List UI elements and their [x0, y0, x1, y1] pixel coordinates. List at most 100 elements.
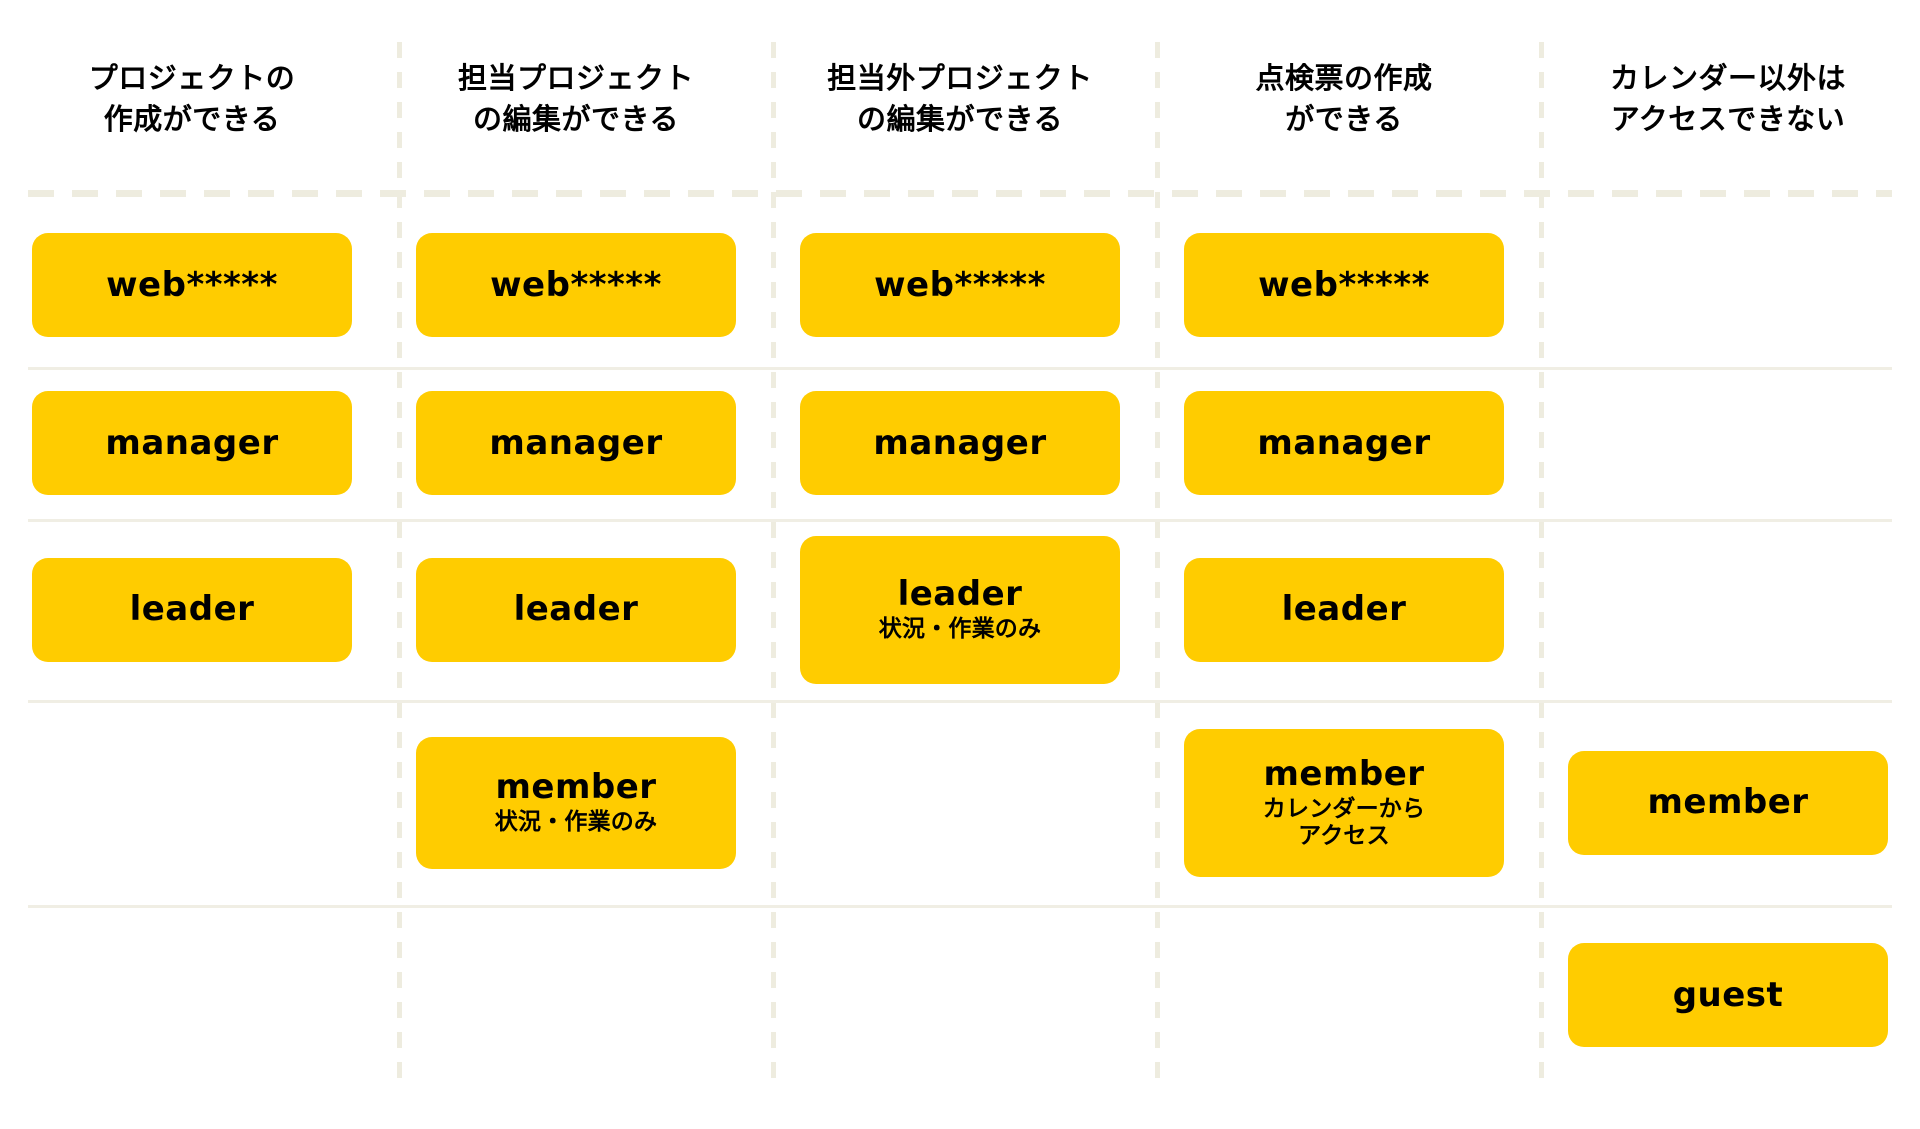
- empty-cell: [32, 943, 352, 1047]
- chip-label: member: [1263, 753, 1425, 794]
- cell-web-edit-other-project: web*****: [768, 203, 1152, 367]
- column-divider-1: [397, 42, 402, 1090]
- header-line-1: カレンダー以外は: [1609, 61, 1846, 95]
- cell-leader-edit-other-project: leader 状況・作業のみ: [768, 519, 1152, 700]
- cell-guest-calendar-only: guest: [1536, 905, 1920, 1085]
- role-chip-manager[interactable]: manager: [416, 391, 736, 495]
- cell-leader-calendar-only: [1536, 519, 1920, 700]
- role-chip-web[interactable]: web*****: [800, 233, 1120, 337]
- column-header-edit-other-project: 担当外プロジェクト の編集ができる: [768, 58, 1152, 158]
- empty-cell: [1184, 943, 1504, 1047]
- column-divider-3: [1155, 42, 1160, 1090]
- cell-guest-create-inspection: [1152, 905, 1536, 1085]
- chip-label: manager: [873, 422, 1047, 463]
- role-chip-leader[interactable]: leader 状況・作業のみ: [800, 535, 1120, 684]
- header-line-1: 担当プロジェクト: [457, 61, 694, 95]
- chip-label: leader: [897, 574, 1023, 615]
- cell-manager-edit-own-project: manager: [384, 367, 768, 519]
- header-line-2: ができる: [1285, 102, 1403, 137]
- cell-member-create-inspection: member カレンダーから アクセス: [1152, 700, 1536, 905]
- column-divider-4: [1539, 42, 1544, 1090]
- cell-member-edit-other-project: [768, 700, 1152, 905]
- empty-cell: [1568, 233, 1888, 337]
- header-line-1: 点検票の作成: [1255, 61, 1433, 95]
- header-line-2: の編集ができる: [857, 102, 1063, 137]
- cell-web-edit-own-project: web*****: [384, 203, 768, 367]
- table-row: web***** web***** web***** web*****: [0, 203, 1920, 367]
- role-chip-guest[interactable]: guest: [1568, 943, 1888, 1047]
- chip-label: leader: [1281, 589, 1407, 630]
- chip-label: guest: [1672, 974, 1784, 1015]
- cell-web-calendar-only: [1536, 203, 1920, 367]
- role-chip-web[interactable]: web*****: [1184, 233, 1504, 337]
- column-divider-2: [771, 42, 776, 1090]
- role-chip-member[interactable]: member 状況・作業のみ: [416, 736, 736, 869]
- column-header-create-inspection: 点検票の作成 ができる: [1152, 58, 1536, 158]
- cell-leader-edit-own-project: leader: [384, 519, 768, 700]
- empty-cell: [800, 751, 1120, 855]
- chip-label: manager: [1257, 422, 1431, 463]
- cell-manager-create-project: manager: [0, 367, 384, 519]
- chip-label: manager: [489, 422, 663, 463]
- role-chip-leader[interactable]: leader: [1184, 557, 1504, 662]
- row-separator-4: [28, 905, 1892, 908]
- empty-cell: [1568, 391, 1888, 495]
- table-row: guest: [0, 905, 1920, 1085]
- cell-manager-edit-other-project: manager: [768, 367, 1152, 519]
- row-separator-1: [28, 367, 1892, 370]
- column-header-calendar-only: カレンダー以外は アクセスできない: [1536, 58, 1920, 158]
- cell-member-calendar-only: member: [1536, 700, 1920, 905]
- header-line-2: の編集ができる: [473, 102, 679, 137]
- header-line-2: アクセスできない: [1610, 102, 1846, 137]
- role-chip-member[interactable]: member カレンダーから アクセス: [1184, 728, 1504, 877]
- cell-guest-edit-other-project: [768, 905, 1152, 1085]
- chip-label: web*****: [490, 264, 662, 305]
- role-chip-member[interactable]: member: [1568, 750, 1888, 855]
- header-line-1: プロジェクトの: [88, 61, 296, 95]
- role-chip-leader[interactable]: leader: [416, 557, 736, 662]
- role-chip-web[interactable]: web*****: [32, 233, 352, 337]
- role-chip-manager[interactable]: manager: [800, 391, 1120, 495]
- cell-guest-create-project: [0, 905, 384, 1085]
- table-row: leader leader leader 状況・作業のみ leader: [0, 519, 1920, 700]
- chip-label: member: [495, 767, 657, 808]
- chip-sublabel: カレンダーから アクセス: [1262, 795, 1426, 850]
- cell-leader-create-project: leader: [0, 519, 384, 700]
- chip-sublabel: 状況・作業のみ: [878, 616, 1042, 643]
- chip-label: web*****: [106, 264, 278, 305]
- header-line-2: 作成ができる: [103, 102, 281, 137]
- chip-label: manager: [105, 422, 279, 463]
- chip-label: web*****: [1258, 264, 1430, 305]
- column-header-create-project: プロジェクトの 作成ができる: [0, 58, 384, 158]
- role-chip-web[interactable]: web*****: [416, 233, 736, 337]
- empty-cell: [416, 943, 736, 1047]
- table-row: member 状況・作業のみ member カレンダーから アクセス membe…: [0, 700, 1920, 905]
- chip-label: leader: [129, 589, 255, 630]
- role-chip-leader[interactable]: leader: [32, 557, 352, 662]
- chip-label: leader: [513, 589, 639, 630]
- empty-cell: [32, 751, 352, 855]
- matrix-body: web***** web***** web***** web*****: [0, 203, 1920, 1085]
- chip-label: member: [1647, 782, 1809, 823]
- cell-web-create-project: web*****: [0, 203, 384, 367]
- cell-member-create-project: [0, 700, 384, 905]
- table-row: manager manager manager manager: [0, 367, 1920, 519]
- role-chip-manager[interactable]: manager: [1184, 391, 1504, 495]
- header-separator: [28, 190, 1892, 197]
- header-line-1: 担当外プロジェクト: [827, 61, 1093, 95]
- role-chip-manager[interactable]: manager: [32, 391, 352, 495]
- column-header-edit-own-project: 担当プロジェクト の編集ができる: [384, 58, 768, 158]
- chip-label: web*****: [874, 264, 1046, 305]
- cell-guest-edit-own-project: [384, 905, 768, 1085]
- chip-sublabel: 状況・作業のみ: [494, 809, 658, 836]
- cell-member-edit-own-project: member 状況・作業のみ: [384, 700, 768, 905]
- cell-manager-calendar-only: [1536, 367, 1920, 519]
- empty-cell: [1568, 558, 1888, 662]
- row-separator-3: [28, 700, 1892, 703]
- row-separator-2: [28, 519, 1892, 522]
- cell-leader-create-inspection: leader: [1152, 519, 1536, 700]
- header-row: プロジェクトの 作成ができる 担当プロジェクト の編集ができる 担当外プロジェク…: [0, 58, 1920, 158]
- cell-web-create-inspection: web*****: [1152, 203, 1536, 367]
- cell-manager-create-inspection: manager: [1152, 367, 1536, 519]
